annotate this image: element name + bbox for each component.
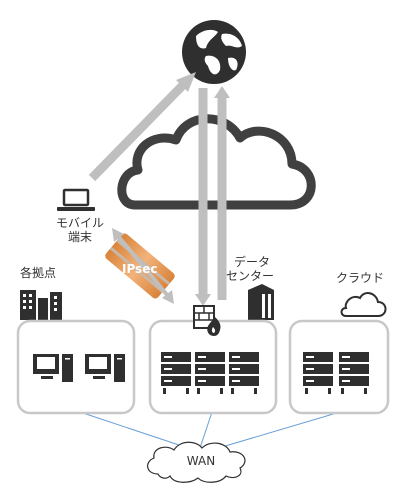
dc-label-line1: データ: [234, 255, 271, 269]
mobile-to-internet-arrow: [88, 78, 190, 182]
ipsec-arrow-head-bottom: [162, 290, 174, 304]
mobile-arrow-head: [176, 72, 196, 92]
ipsec-label: IPsec: [122, 262, 158, 276]
firewall-icon: [193, 305, 221, 336]
ipsec-arrow: [116, 234, 170, 298]
laptop-icon: [57, 188, 95, 211]
mobile-terminal-label: モバイル 端末: [55, 216, 105, 244]
mobile-label-line1: モバイル: [55, 216, 104, 230]
wan-cloud: [147, 441, 246, 483]
internet-cloud-outline: [117, 114, 316, 210]
server-rack-icon: [161, 352, 259, 394]
office-building-icon: [248, 284, 274, 320]
desktop-pc-icon: [33, 354, 73, 382]
globe-icon: [182, 20, 246, 84]
datacenter-label: データ センター: [226, 255, 298, 283]
wan-label: WAN: [186, 454, 216, 468]
ipsec-arrow-head-top: [112, 228, 124, 242]
dc-arrow-head-down: [195, 294, 211, 306]
dc-arrow-head-up: [214, 86, 230, 98]
desktop-pc-icon: [85, 354, 125, 382]
branch-box: [16, 319, 136, 415]
server-rack-icon: [303, 352, 369, 394]
branch-label: 各拠点: [20, 266, 57, 280]
mobile-label-line2: 端末: [67, 230, 92, 244]
building-icon: [20, 290, 62, 320]
cloud-label: クラウド: [336, 271, 385, 285]
cloud-icon: [340, 292, 387, 317]
dc-label-line2: センター: [226, 269, 275, 283]
